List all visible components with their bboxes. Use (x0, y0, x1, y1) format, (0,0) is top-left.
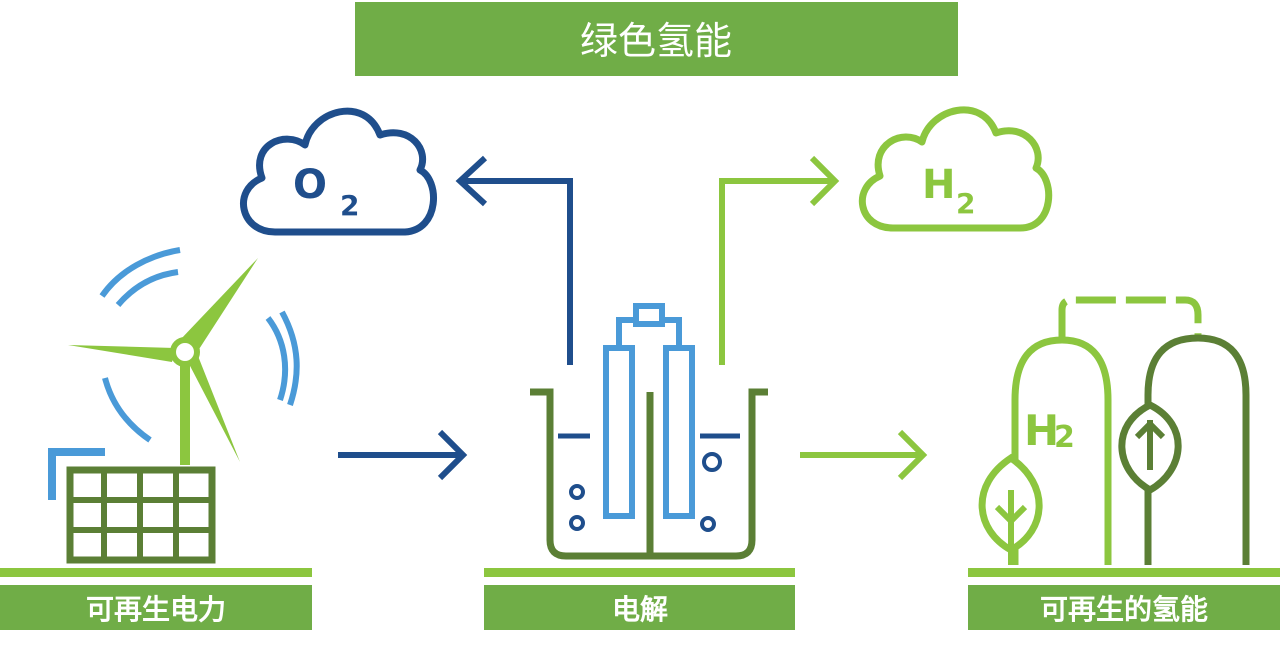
electrolysis-text: 电解 (612, 593, 668, 626)
oxygen-subscript: 2 (340, 189, 359, 222)
oxygen-arrow-icon (455, 155, 573, 365)
hydrogen-cloud-icon: H 2 (858, 106, 1053, 232)
wind-turbine-icon (68, 247, 300, 465)
label-renewable-hydrogen: 可再生的氢能 (968, 568, 1280, 630)
electrolyzer-icon (530, 303, 768, 560)
title-text: 绿色氢能 (580, 19, 732, 63)
hydrogen-output-arrow-icon (800, 429, 928, 481)
hydrogen-subscript: 2 (956, 187, 975, 220)
hydrogen-letter: H (922, 162, 955, 208)
title-banner: 绿色氢能 (355, 2, 958, 76)
oxygen-cloud-icon: O 2 (240, 107, 437, 236)
hydrogen-arrow-icon (719, 155, 840, 365)
solar-panel-icon (48, 448, 216, 564)
tank-h-letter: H (1024, 406, 1059, 455)
renewable-power-text: 可再生电力 (86, 593, 226, 626)
label-electrolysis: 电解 (484, 568, 795, 630)
oxygen-letter: O (293, 162, 327, 208)
power-arrow-icon (338, 429, 468, 481)
tank-h-subscript: 2 (1054, 420, 1075, 455)
hydrogen-storage-icon: H 2 (978, 296, 1250, 565)
label-renewable-power: 可再生电力 (0, 568, 312, 630)
renewable-hydrogen-text: 可再生的氢能 (1040, 593, 1208, 626)
